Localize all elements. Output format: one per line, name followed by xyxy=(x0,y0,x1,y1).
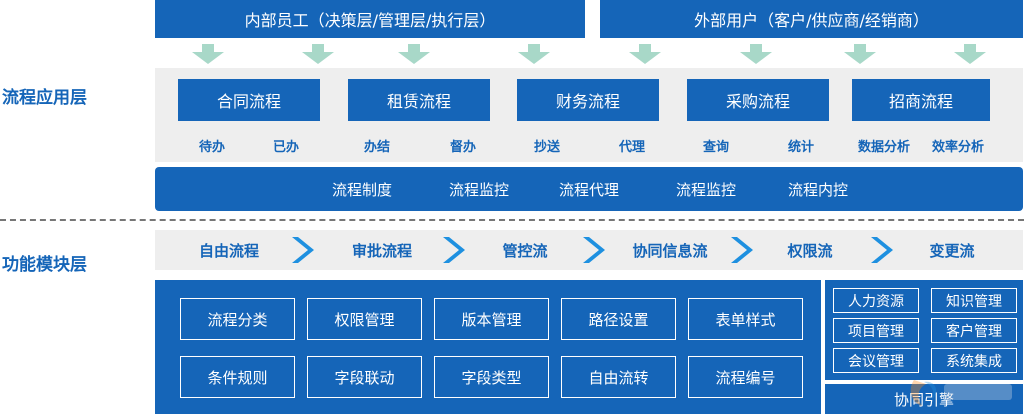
process-app-layer-label: 流程应用层 xyxy=(2,88,87,108)
external-users-bar: 外部用户（客户/供应商/经销商） xyxy=(600,0,1023,38)
internal-users-label: 内部员工（决策层/管理层/执行层） xyxy=(244,11,496,30)
down-arrow-icon xyxy=(629,44,661,64)
module-label: 表单样式 xyxy=(715,310,776,329)
app-contract-process: 合同流程 xyxy=(178,79,320,121)
external-users-label: 外部用户（客户/供应商/经销商） xyxy=(694,11,929,30)
side-module-label: 会议管理 xyxy=(848,353,904,370)
module-box: 表单样式 xyxy=(688,298,803,340)
flow-step: 协同信息流 xyxy=(632,242,708,260)
control-item: 流程内控 xyxy=(787,181,849,199)
app-purchase-process: 采购流程 xyxy=(687,79,829,121)
control-item: 流程监控 xyxy=(448,181,510,199)
side-module-box: 客户管理 xyxy=(931,318,1017,343)
sub-item: 代理 xyxy=(618,140,646,155)
collaboration-engine-bar: 协同引擎 xyxy=(825,384,1023,414)
module-label: 自由流转 xyxy=(588,368,649,387)
down-arrow-icon xyxy=(740,44,772,64)
chevron-right-icon xyxy=(871,237,893,263)
app-label: 采购流程 xyxy=(725,92,790,111)
module-label: 权限管理 xyxy=(334,310,395,329)
side-module-box: 会议管理 xyxy=(833,348,919,373)
function-module-layer-label: 功能模块层 xyxy=(2,255,87,275)
module-box: 条件规则 xyxy=(180,356,295,398)
sub-item: 抄送 xyxy=(533,140,561,155)
module-box: 流程分类 xyxy=(180,298,295,340)
function-module-panel xyxy=(155,280,821,414)
sub-item: 督办 xyxy=(449,140,477,155)
down-arrow-icon xyxy=(844,44,876,64)
app-label: 租赁流程 xyxy=(386,92,451,111)
module-box: 字段联动 xyxy=(307,356,422,398)
app-label: 财务流程 xyxy=(555,92,620,111)
side-module-label: 系统集成 xyxy=(946,353,1002,370)
module-box: 版本管理 xyxy=(434,298,549,340)
module-box: 字段类型 xyxy=(434,356,549,398)
sub-item: 数据分析 xyxy=(857,140,911,155)
chevron-right-icon xyxy=(443,237,465,263)
module-box: 权限管理 xyxy=(307,298,422,340)
side-module-label: 人力资源 xyxy=(848,293,904,310)
control-item: 流程代理 xyxy=(558,181,620,199)
flow-step: 权限流 xyxy=(787,242,833,260)
module-label: 路径设置 xyxy=(588,310,649,329)
module-label: 流程分类 xyxy=(207,310,268,329)
sub-item: 已办 xyxy=(272,140,300,155)
side-module-label: 知识管理 xyxy=(946,293,1002,310)
app-finance-process: 财务流程 xyxy=(517,79,659,121)
sub-item: 效率分析 xyxy=(931,140,985,155)
sub-item: 查询 xyxy=(702,140,730,155)
app-label: 合同流程 xyxy=(216,92,281,111)
side-module-label: 项目管理 xyxy=(848,323,904,340)
down-arrow-icon xyxy=(398,44,430,64)
module-label: 字段类型 xyxy=(461,368,522,387)
module-label: 流程编号 xyxy=(715,368,776,387)
down-arrow-icon xyxy=(954,44,986,64)
chevron-right-icon xyxy=(292,237,314,263)
flow-step: 变更流 xyxy=(929,242,975,260)
module-box: 流程编号 xyxy=(688,356,803,398)
layer-divider xyxy=(0,219,1024,221)
control-item: 流程制度 xyxy=(331,181,393,199)
side-module-box: 知识管理 xyxy=(931,288,1017,313)
app-investment-process: 招商流程 xyxy=(852,79,990,121)
side-module-box: 项目管理 xyxy=(833,318,919,343)
app-label: 招商流程 xyxy=(888,92,953,111)
down-arrow-icon xyxy=(518,44,550,64)
module-box: 自由流转 xyxy=(561,356,676,398)
side-module-box: 系统集成 xyxy=(931,348,1017,373)
control-item: 流程监控 xyxy=(675,181,737,199)
side-module-panel xyxy=(825,280,1023,380)
side-module-box: 人力资源 xyxy=(833,288,919,313)
module-label: 版本管理 xyxy=(461,310,522,329)
side-module-label: 客户管理 xyxy=(946,323,1002,340)
flow-step: 管控流 xyxy=(502,242,548,260)
internal-users-bar: 内部员工（决策层/管理层/执行层） xyxy=(155,0,585,38)
sub-item: 待办 xyxy=(198,140,226,155)
engine-label: 协同引擎 xyxy=(893,390,954,409)
down-arrow-icon xyxy=(302,44,334,64)
chevron-right-icon xyxy=(583,237,605,263)
sub-item: 统计 xyxy=(787,140,815,155)
process-control-bar: 流程制度 流程监控 流程代理 流程监控 流程内控 xyxy=(155,167,1023,211)
watermark-logo xyxy=(910,380,1012,406)
down-arrow-icon xyxy=(192,44,224,64)
sub-item: 办结 xyxy=(363,140,391,155)
module-label: 条件规则 xyxy=(207,368,268,387)
app-lease-process: 租赁流程 xyxy=(348,79,490,121)
module-box: 路径设置 xyxy=(561,298,676,340)
flow-steps-panel: 自由流程 审批流程 管控流 协同信息流 权限流 变更流 xyxy=(155,230,1023,270)
module-label: 字段联动 xyxy=(334,368,395,387)
flow-step: 自由流程 xyxy=(198,242,260,260)
chevron-right-icon xyxy=(731,237,753,263)
flow-step: 审批流程 xyxy=(351,242,413,260)
